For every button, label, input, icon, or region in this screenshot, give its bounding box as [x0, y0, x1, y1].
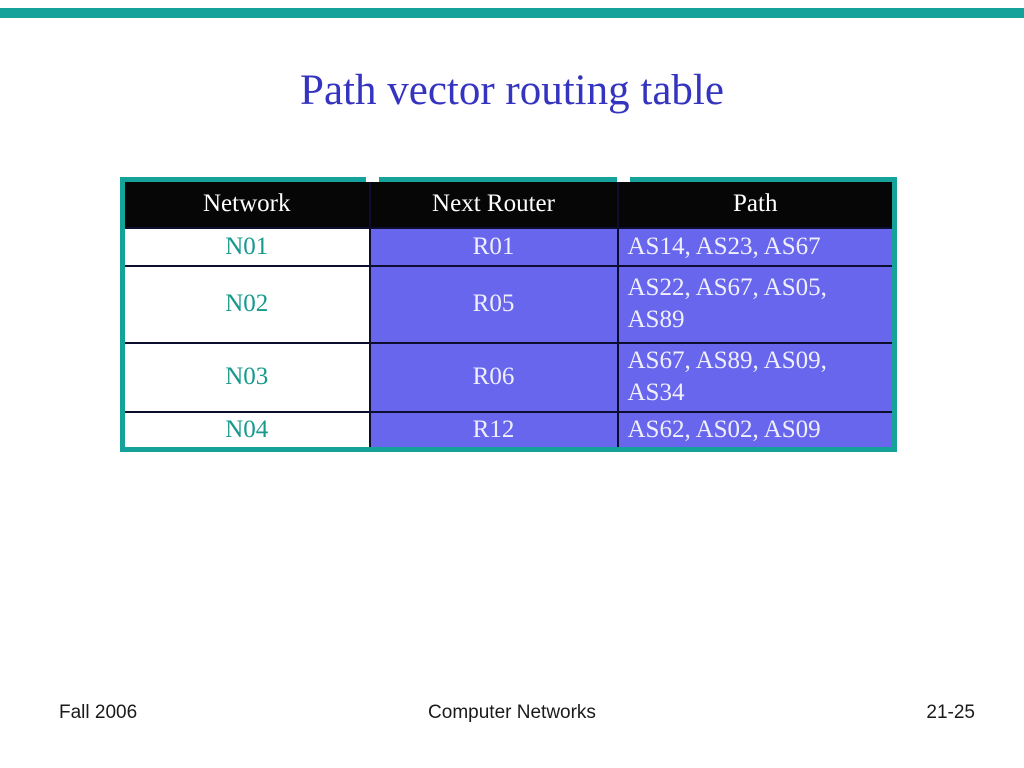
footer-semester: Fall 2006 — [59, 702, 138, 723]
header-network: Network — [121, 178, 371, 229]
header-path: Path — [616, 178, 896, 229]
top-accent-bar — [0, 8, 1024, 18]
path-cell: AS22, AS67, AS05, AS89 — [616, 264, 896, 344]
routing-table-header: Network Next Router Path — [121, 178, 896, 229]
slide-title: Path vector routing table — [300, 67, 724, 114]
network-cell: N04 — [121, 410, 371, 451]
next-router-cell: R01 — [368, 226, 619, 267]
footer-course-name: Computer Networks — [428, 702, 596, 723]
path-cell: AS67, AS89, AS09, AS34 — [616, 341, 896, 413]
network-cell: N01 — [121, 226, 371, 267]
path-cell: AS62, AS02, AS09 — [616, 410, 896, 451]
header-row: Network Next Router Path — [121, 178, 896, 229]
network-cell: N03 — [121, 341, 371, 413]
path-cell: AS14, AS23, AS67 — [616, 226, 896, 267]
next-router-cell: R05 — [368, 264, 619, 344]
footer-page-number: 21-25 — [926, 702, 975, 723]
next-router-cell: R12 — [368, 410, 619, 451]
next-router-cell: R06 — [368, 341, 619, 413]
table-border-notch-right — [617, 177, 630, 182]
network-cell: N02 — [121, 264, 371, 344]
table-border-notch-left — [366, 177, 379, 182]
header-next-router: Next Router — [368, 178, 619, 229]
slide-footer: Fall 2006 Computer Networks 21-25 — [0, 702, 1024, 728]
